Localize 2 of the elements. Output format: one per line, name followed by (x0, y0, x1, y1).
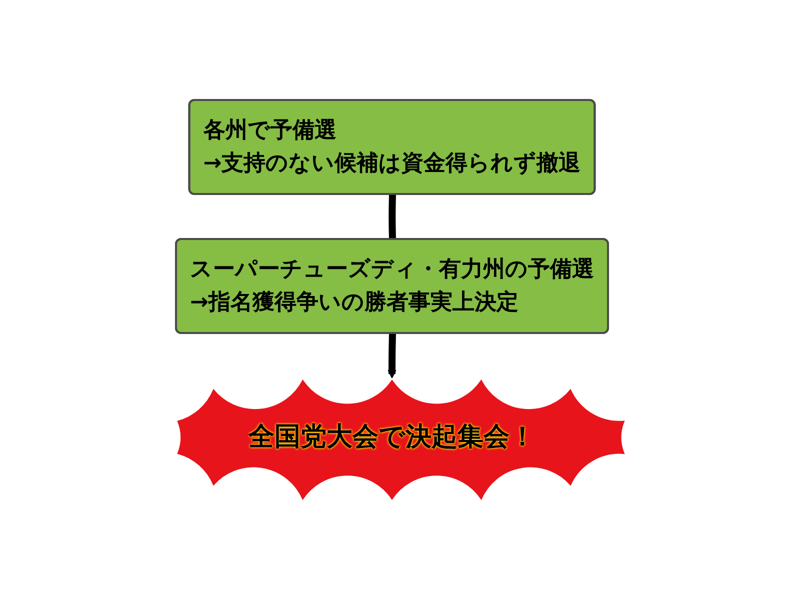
connector (388, 194, 396, 240)
arrow (388, 334, 396, 379)
